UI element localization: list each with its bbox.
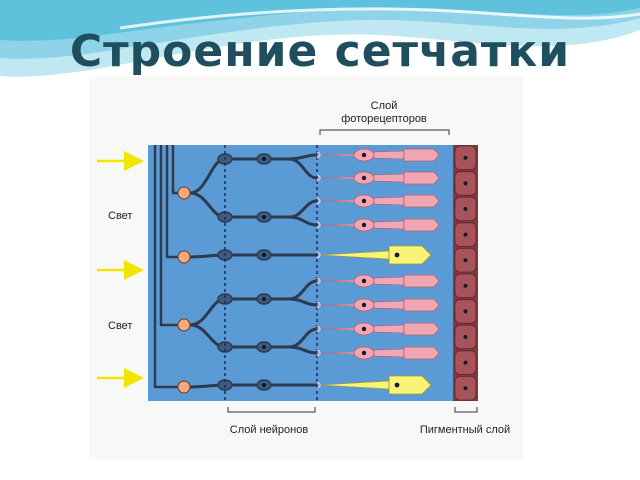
photoreceptor-synapse — [316, 325, 321, 333]
rod-inner-segment — [373, 173, 405, 183]
pigment-nucleus — [463, 155, 468, 160]
bipolar-nucleus — [262, 253, 266, 257]
pigment-nucleus — [463, 258, 468, 263]
neuron-layer-bracket — [227, 407, 316, 413]
light-label-top: Свет — [108, 210, 132, 222]
pigment-nucleus — [463, 360, 468, 365]
photoreceptor-synapse — [316, 151, 321, 159]
cone-nucleus — [394, 252, 400, 258]
cone-cell-body — [388, 245, 432, 265]
photoreceptor-layer-label-line2: фоторецепторов — [341, 113, 427, 125]
rod-inner-segment — [373, 220, 405, 230]
photoreceptor-synapse — [316, 301, 321, 309]
rod-nucleus — [361, 350, 367, 356]
bipolar-dendrite — [288, 345, 318, 355]
photoreceptor-layer-label-line1: Слой — [371, 100, 398, 112]
rod-outer-segment — [403, 194, 440, 208]
bipolar-dendrite — [288, 215, 318, 227]
photoreceptor-synapse — [316, 277, 321, 285]
rod-outer-segment — [403, 298, 440, 312]
rod-outer-segment — [403, 171, 440, 185]
bipolar-nucleus — [262, 297, 266, 301]
retina-figure: Свет Свет Слой фоторецепторов Слой нейро… — [89, 77, 523, 459]
ganglion-cell — [177, 318, 191, 332]
retina-diagram: Свет Свет Слой фоторецепторов Слой нейро… — [97, 100, 510, 436]
ganglion-cell — [177, 380, 191, 394]
rod-outer-segment — [403, 346, 440, 360]
cone-nucleus — [394, 382, 400, 388]
photoreceptor-synapse — [316, 174, 321, 182]
rod-inner-segment — [373, 324, 405, 334]
photoreceptor-synapse — [316, 197, 321, 205]
decorative-wave-header — [0, 0, 640, 77]
pigment-nucleus — [463, 181, 468, 186]
slide-title: Строение сетчатки — [69, 26, 571, 77]
rod-inner-segment — [373, 348, 405, 358]
rod-outer-segment — [403, 218, 440, 232]
rod-nucleus — [361, 326, 367, 332]
pigment-nucleus — [463, 386, 468, 391]
ganglion-cell — [177, 250, 191, 264]
pigment-nucleus — [463, 309, 468, 314]
rod-inner-segment — [373, 276, 405, 286]
bipolar-nucleus — [262, 345, 266, 349]
rod-nucleus — [361, 278, 367, 284]
ganglion-cells — [177, 186, 191, 394]
pigment-layer-label: Пигментный слой — [420, 424, 510, 436]
rod-inner-segment — [373, 300, 405, 310]
bipolar-dendrite — [288, 157, 318, 180]
pigment-layer-bracket — [454, 407, 478, 413]
rod-outer-segment — [403, 148, 440, 162]
rod-outer-segment — [403, 274, 440, 288]
photoreceptors — [316, 148, 440, 395]
bipolar-nucleus — [262, 157, 266, 161]
rod-nucleus — [361, 152, 367, 158]
photoreceptor-layer-bracket — [319, 129, 450, 135]
pigment-nucleus — [463, 283, 468, 288]
photoreceptor-synapse — [316, 381, 321, 389]
photoreceptor-synapse — [316, 349, 321, 357]
pigment-cells — [454, 145, 477, 401]
photoreceptor-synapse — [316, 251, 321, 259]
rod-inner-segment — [373, 196, 405, 206]
bipolar-nucleus — [262, 215, 266, 219]
rod-nucleus — [361, 302, 367, 308]
bipolar-cells — [217, 153, 272, 391]
cone-cell-body — [388, 375, 432, 395]
light-label-bottom: Свет — [108, 320, 132, 332]
bipolar-dendrite — [288, 297, 318, 307]
rod-nucleus — [361, 175, 367, 181]
rod-inner-segment — [373, 150, 405, 160]
bipolar-nucleus — [262, 383, 266, 387]
photoreceptor-synapse — [316, 221, 321, 229]
pigment-nucleus — [463, 232, 468, 237]
neuron-layer-label: Слой нейронов — [230, 424, 309, 436]
rod-outer-segment — [403, 322, 440, 336]
pigment-nucleus — [463, 207, 468, 211]
rod-nucleus — [361, 222, 367, 228]
rod-nucleus — [361, 198, 367, 204]
pigment-nucleus — [463, 335, 468, 339]
ganglion-cell — [177, 186, 191, 200]
